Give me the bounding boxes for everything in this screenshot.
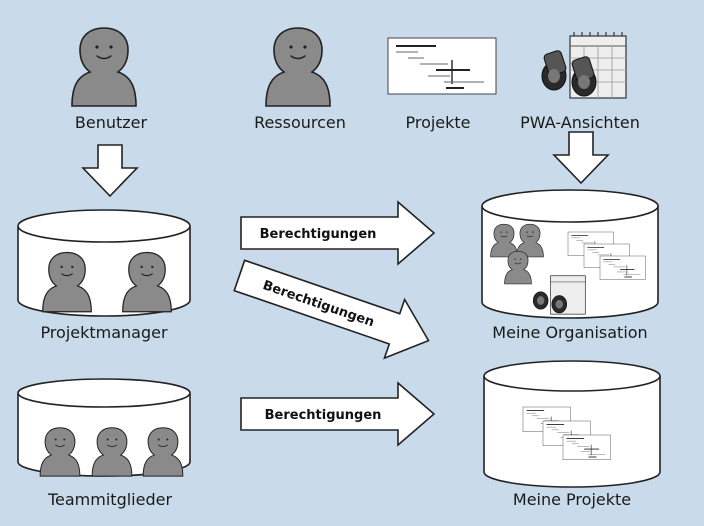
label-benutzer: Benutzer	[75, 113, 148, 132]
permission-arrow-team-projekte: Berechtigungen	[240, 381, 436, 447]
cylinder-projektmanager	[17, 209, 191, 317]
cylinder-meine-organisation	[481, 189, 659, 319]
cylinder-teammitglieder	[17, 378, 191, 477]
label-meine-organisation: Meine Organisation	[492, 323, 647, 342]
gantt-chart-icon	[387, 37, 497, 95]
person-icon	[265, 27, 331, 107]
binoculars-calendar-icon	[541, 32, 627, 99]
person-icon	[71, 27, 137, 107]
label-projekte: Projekte	[405, 113, 470, 132]
label-teammitglieder: Teammitglieder	[47, 490, 172, 509]
label-meine-projekte: Meine Projekte	[513, 490, 631, 509]
permission-arrow-label: Berechtigungen	[265, 408, 382, 423]
down-arrow-benutzer	[81, 144, 139, 198]
label-pwa-ansichten: PWA-Ansichten	[520, 113, 640, 132]
permission-arrow-pm-projekte: Berechtigungen	[233, 259, 430, 360]
label-projektmanager: Projektmanager	[40, 323, 168, 342]
cylinder-meine-projekte	[483, 360, 661, 488]
down-arrow-pwa	[552, 131, 610, 185]
label-ressourcen: Ressourcen	[254, 113, 346, 132]
permission-arrow-pm-org: Berechtigungen	[240, 200, 436, 266]
permission-arrow-label: Berechtigungen	[260, 227, 377, 242]
